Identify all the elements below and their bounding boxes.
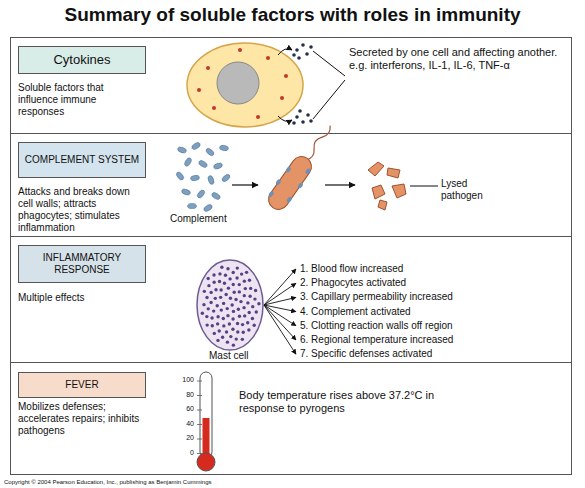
scale-number: 20 bbox=[172, 434, 194, 442]
effect-item: 2. Phagocytes activated bbox=[300, 277, 406, 289]
effect-item: 7. Specific defenses activated bbox=[300, 348, 432, 360]
scale-number: 40 bbox=[172, 420, 194, 428]
factor-heading: Cytokines bbox=[18, 46, 146, 74]
heading-text: FEVER bbox=[65, 379, 98, 391]
heading-text: Cytokines bbox=[53, 52, 110, 68]
scale-number: 0 bbox=[172, 449, 194, 457]
effect-item: 1. Blood flow increased bbox=[300, 263, 403, 275]
heading-text: INFLAMMATORY RESPONSE bbox=[19, 252, 145, 276]
description-text: Attacks and breaks down cell walls; attr… bbox=[18, 186, 146, 234]
description-text: Soluble factors that influence immune re… bbox=[18, 82, 143, 118]
heading-text: COMPLEMENT SYSTEM bbox=[25, 154, 139, 166]
effect-item: 6. Regional temperature increased bbox=[300, 334, 453, 346]
factor-band: Soluble factors that influence immune re… bbox=[10, 37, 572, 134]
part-label: Mast cell bbox=[209, 350, 248, 362]
factor-heading: COMPLEMENT SYSTEM bbox=[18, 142, 146, 178]
detail-text: Body temperature rises above 37.2°C in r… bbox=[239, 389, 469, 415]
effect-item: 4. Complement activated bbox=[300, 306, 411, 318]
part-label: Lysed pathogen bbox=[441, 178, 497, 202]
effect-item: 5. Clotting reaction walls off region bbox=[300, 320, 453, 332]
scale-number: 100 bbox=[172, 376, 194, 384]
detail-text: Secreted by one cell and affecting anoth… bbox=[349, 46, 564, 72]
scale-number: 80 bbox=[172, 391, 194, 399]
factor-heading: INFLAMMATORY RESPONSE bbox=[18, 245, 146, 283]
effect-item: 3. Capillary permeability increased bbox=[300, 291, 453, 303]
description-text: Mobilizes defenses; accelerates repairs;… bbox=[18, 401, 146, 437]
scale-number: 60 bbox=[172, 405, 194, 413]
factor-band: Mobilizes defenses; accelerates repairs;… bbox=[10, 362, 572, 475]
factor-band: Multiple effects INFLAMMATORY RESPONSE bbox=[10, 236, 572, 363]
factor-heading: FEVER bbox=[18, 372, 146, 398]
diagram-title: Summary of soluble factors with roles in… bbox=[0, 4, 585, 26]
part-label: Complement bbox=[170, 213, 227, 225]
factor-band: Attacks and breaks down cell walls; attr… bbox=[10, 133, 572, 237]
description-text: Multiple effects bbox=[18, 292, 146, 304]
copyright-note: Copyright © 2004 Pearson Education, Inc.… bbox=[4, 479, 212, 486]
